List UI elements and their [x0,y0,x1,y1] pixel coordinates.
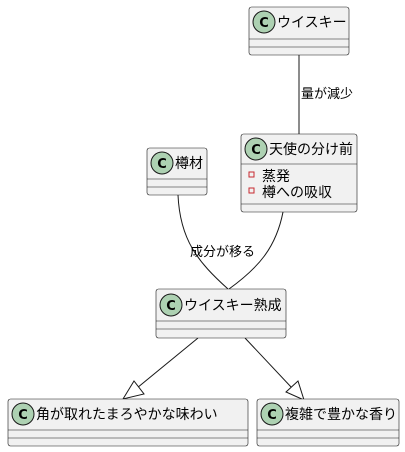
class-name: 樽材 [175,155,203,172]
class-spot-icon [150,151,174,175]
private-field-icon [248,187,255,194]
class-name: 角が取れたまろやかな味わい [36,407,218,423]
class-cask[interactable]: C 樽材 [146,147,208,196]
class-spot-icon [159,293,183,317]
class-attribute: 樽への吸収 [262,184,332,201]
class-complex-aroma[interactable]: C 複雑で豊かな香り [256,398,400,447]
private-field-icon [248,171,255,178]
edge-maturation-to-smooth-taste [136,337,199,389]
edge-label-components-transfer: 成分が移る [190,245,255,260]
class-name: 複雑で豊かな香り [285,406,397,423]
class-spot-letter: C [267,408,277,423]
class-box [155,288,287,339]
class-box [7,398,249,447]
edge-cask-to-maturation [177,194,229,290]
class-box [240,133,358,213]
class-spot-icon [260,402,284,426]
class-spot-letter: C [166,299,176,314]
class-whisky-maturation[interactable]: C ウイスキー熟成 [155,288,287,339]
edge-label-volume-decrease: 量が減少 [301,86,353,102]
class-angels-share[interactable]: C 天使の分け前 蒸発 樽への吸収 [240,133,358,213]
class-spot-letter: C [259,16,269,31]
class-whisky[interactable]: C ウイスキー [248,6,350,56]
class-spot-letter: C [157,157,167,172]
edge-angels-share-to-maturation [228,211,284,290]
class-spot-icon [11,402,35,426]
class-smooth-taste[interactable]: C 角が取れたまろやかな味わい [7,398,249,447]
edge-maturation-to-complex-aroma [244,337,293,389]
class-name: 天使の分け前 [269,141,353,158]
generalization-arrowhead-complex-aroma [285,380,305,401]
class-name: ウイスキー熟成 [184,298,282,314]
class-spot-letter: C [251,143,261,158]
class-attribute: 蒸発 [262,169,290,185]
class-name: ウイスキー [277,15,347,31]
generalization-arrowhead-smooth-taste [121,380,145,400]
class-spot-letter: C [18,408,28,423]
class-spot-icon [252,10,276,34]
class-box [256,398,400,447]
class-spot-icon [244,137,268,161]
